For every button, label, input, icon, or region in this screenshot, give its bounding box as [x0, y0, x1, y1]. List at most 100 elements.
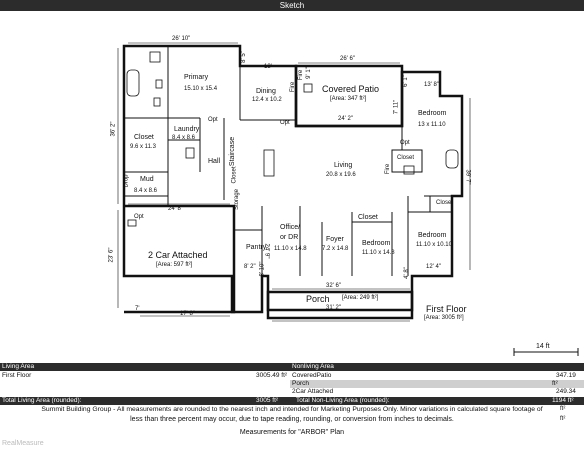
dim-label: 26' 10"	[172, 36, 191, 42]
room-fire: Fire	[385, 163, 392, 175]
cell-value: 3005.49 ft²	[256, 372, 288, 379]
cell-nonliving-value: 249.34	[556, 388, 576, 395]
cell-name: First Floor	[2, 372, 32, 379]
sink-icon	[155, 79, 163, 89]
dim-label: 17' 8"	[180, 311, 195, 317]
dim-label: 31' 2"	[326, 305, 341, 311]
dimension-lines	[117, 42, 471, 322]
floor-area: [Area: 3005 ft²]	[424, 315, 464, 321]
cell-nonliving-value: 347.19	[556, 372, 576, 379]
room-fire: Fire	[298, 69, 305, 81]
bathtub-icon	[126, 69, 140, 97]
room-foyer: Foyer	[326, 236, 344, 243]
dim-label: 6' 1"	[402, 75, 409, 87]
room-closet: Closet	[358, 214, 378, 221]
room-mud: Mud	[140, 176, 154, 183]
room-opt: Opt	[280, 120, 290, 126]
room-opt: Opt	[134, 214, 144, 220]
header-nonliving: Nonliving Area	[292, 363, 334, 370]
room-size: 20.8 x 19.6	[326, 172, 356, 178]
room-opt: Opt	[208, 117, 218, 123]
room-pantry: Pantry	[246, 244, 267, 251]
room-size: 12.4 x 10.2	[252, 97, 282, 103]
total-living-label: Total Living Area (rounded):	[2, 397, 82, 404]
dim-label: 24' 8"	[168, 206, 183, 212]
opt-fixture-icon	[127, 219, 137, 227]
dim-label: 7'	[135, 306, 140, 312]
room-bedroom: Bedroom	[418, 232, 447, 239]
grill-icon	[303, 83, 313, 93]
dim-label: 8' 2"	[244, 264, 256, 270]
dim-label: 7' 11"	[393, 99, 400, 115]
covered-patio-outline	[294, 64, 404, 128]
table-header: Living Area Nonliving Area	[0, 363, 584, 371]
disclaimer-line-2: less than three percent may occur, due t…	[130, 416, 454, 423]
room-size: 7.2 x 14.8	[322, 246, 349, 252]
room-size: 15.10 x 15.4	[184, 86, 218, 92]
room-covered-patio: Covered Patio	[322, 84, 380, 94]
dim-label: 26' 6"	[340, 56, 355, 62]
dim-label: 12' 4"	[426, 264, 441, 270]
sink-icon	[153, 97, 161, 107]
dim-label: 13' 8"	[424, 82, 439, 88]
porch-outline	[266, 290, 414, 320]
room-hall: Hall	[208, 158, 221, 165]
dim-label: 32' 6"	[326, 283, 341, 289]
overlay-unit: ft²	[560, 416, 566, 422]
dim-label: 4' 8"	[403, 267, 410, 279]
floor-label: First Floor	[426, 304, 467, 314]
room-closet: Closet	[436, 200, 454, 206]
room-area: [Area: 249 ft²]	[342, 295, 379, 301]
scale-label: 14 ft	[536, 343, 550, 350]
room-opt: Opt	[400, 140, 410, 146]
plan-caption: Measurements for "ARBOR" Plan	[239, 429, 345, 436]
room-drop: Drop	[123, 174, 130, 188]
room-staircase: Staircase	[229, 136, 237, 167]
dim-label: 13'	[264, 64, 272, 70]
room-bedroom: Bedroom	[418, 110, 447, 117]
room-fire: Fire	[290, 81, 297, 93]
room-closet: Closet	[231, 166, 238, 184]
bathtub-icon	[445, 149, 459, 169]
room-porch: Porch	[306, 294, 330, 304]
room-closet: Closet	[134, 134, 154, 141]
toilet-icon	[403, 165, 415, 175]
header-living: Living Area	[2, 363, 35, 370]
total-nonliving-label: Total Non-Living Area (rounded):	[296, 397, 390, 404]
dim-label: 24' 2"	[338, 116, 353, 122]
kitchen-island-icon	[263, 149, 275, 177]
room-closet: Closet	[397, 155, 415, 161]
room-size: 8.4 x 8.6	[134, 188, 158, 194]
overlay-unit: ft²	[560, 406, 566, 412]
washer-icon	[185, 147, 195, 159]
cell-nonliving-name: 2Car Attached	[292, 388, 334, 395]
cell-nonliving-name: CoveredPatio	[292, 372, 332, 379]
room-area: [Area: 347 ft²]	[330, 96, 367, 102]
disclaimer-line-1: Summit Building Group - All measurements…	[41, 406, 543, 413]
window-title: Sketch	[0, 0, 584, 11]
room-primary: Primary	[184, 74, 209, 81]
room-size: 11.10 x 14.8	[362, 250, 395, 256]
dim-label: 36' 2"	[110, 121, 117, 137]
room-size: 11.10 x 14.8	[274, 246, 307, 252]
dim-label: 23' 6"	[108, 247, 115, 263]
room-size: 13 x 11.10	[418, 122, 446, 128]
table-total-row: Total Living Area (rounded): 3005 ft² To…	[0, 397, 584, 405]
room-area: [Area: 597 ft²]	[156, 262, 193, 268]
total-living-value: 3005 ft²	[256, 397, 279, 404]
scale-bar	[513, 348, 579, 356]
total-nonliving-value: 1194 ft²	[552, 397, 574, 404]
room-size: 11.10 x 10.10	[416, 242, 452, 248]
room-office: or DR	[280, 234, 299, 241]
room-bedroom: Bedroom	[362, 240, 391, 247]
toilet-icon	[149, 51, 161, 63]
dim-label: 39' 7"	[464, 169, 471, 185]
dim-label: 9' 1"	[305, 67, 312, 79]
watermark-logo: RealMeasure	[2, 440, 44, 447]
cell-nonliving-value: ft²	[552, 380, 558, 387]
room-office: Office/	[280, 224, 301, 231]
room-laundry: Laundry	[174, 126, 200, 133]
room-size: 8.4 x 8.6	[172, 135, 196, 141]
room-storage: Storage	[234, 188, 240, 210]
